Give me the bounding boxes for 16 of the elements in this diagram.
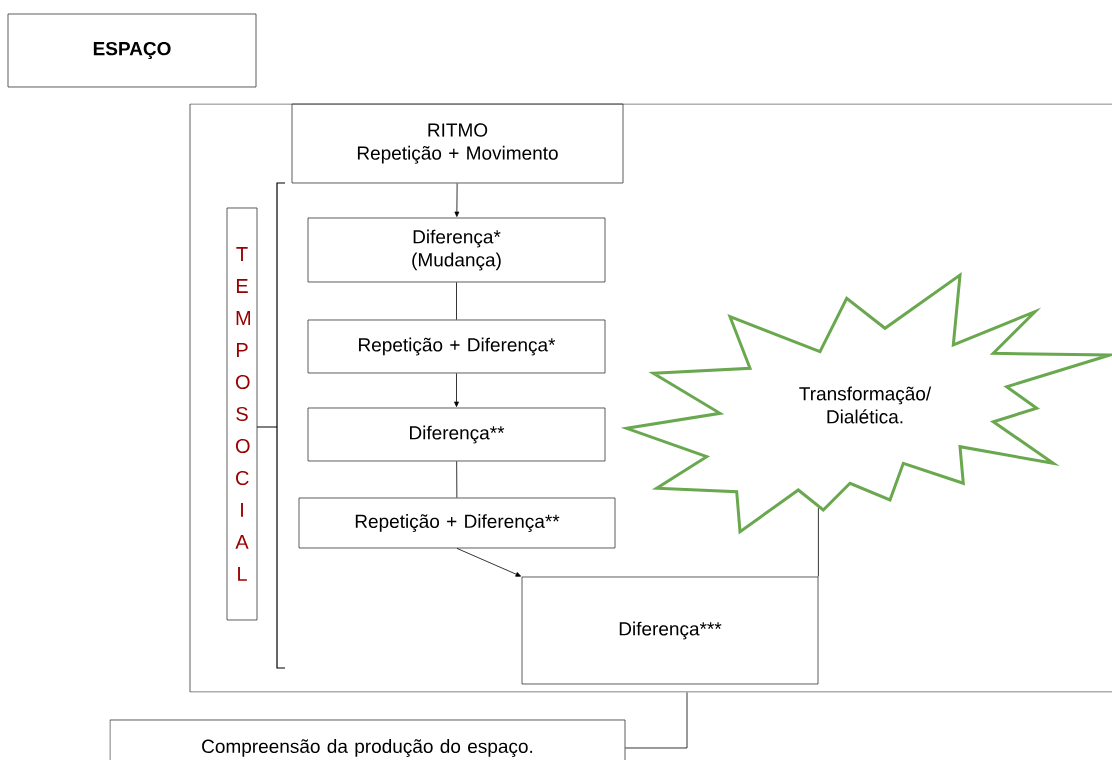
process-box: Diferença* (Mudança) — [307, 217, 606, 283]
process-box: Diferença** — [307, 407, 606, 462]
arrow — [456, 548, 522, 577]
connector-line — [456, 282, 457, 320]
vertical-label-box: TEMPO SOCIAL — [226, 207, 258, 621]
conclusion-box: Compreensão da produção do espaço. — [109, 719, 626, 760]
title-box: ESPAÇO — [7, 13, 257, 88]
connector-line — [625, 692, 688, 749]
process-box: Diferença*** — [521, 576, 819, 685]
process-box: Repetição + Diferença* — [307, 319, 606, 374]
connector-line — [456, 461, 458, 498]
arrow — [454, 373, 459, 407]
connector-line — [818, 507, 819, 577]
process-box: RITMO Repetição + Movimento — [291, 103, 624, 184]
arrow — [454, 183, 460, 217]
process-box: Repetição + Diferença** — [298, 497, 616, 549]
